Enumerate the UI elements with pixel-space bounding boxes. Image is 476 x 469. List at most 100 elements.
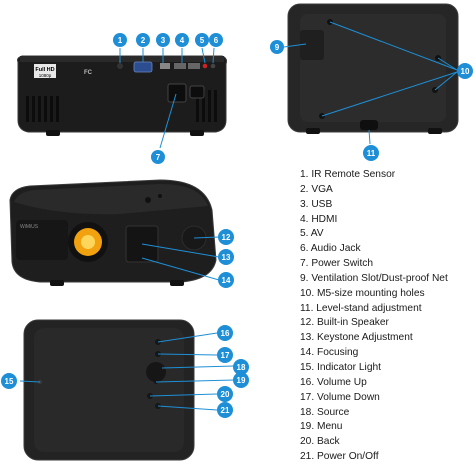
callout-7: 7 bbox=[151, 150, 165, 164]
top-button-2 bbox=[158, 194, 162, 198]
callout-12: 12 bbox=[218, 229, 234, 245]
audio-jack bbox=[210, 63, 216, 69]
svg-text:11: 11 bbox=[367, 149, 376, 158]
top-panel-illustration: 15 16 17 18 19 20 21 bbox=[1, 319, 249, 461]
legend-item: 6. Audio Jack bbox=[300, 243, 361, 255]
top-button-1 bbox=[145, 197, 151, 203]
front-panel-illustration: WiMiUS 12 13 14 bbox=[9, 179, 234, 288]
callout-15: 15 bbox=[1, 373, 17, 389]
power-switch bbox=[167, 83, 187, 103]
av-port bbox=[202, 63, 208, 69]
svg-text:14: 14 bbox=[222, 276, 231, 285]
projector-back-body bbox=[17, 55, 227, 133]
callout-13: 13 bbox=[218, 249, 234, 265]
rear-foot-left bbox=[306, 128, 320, 134]
projector-back-top-edge bbox=[20, 56, 224, 62]
hdmi-port-2 bbox=[188, 63, 200, 69]
legend-item: 17. Volume Down bbox=[300, 391, 380, 403]
front-foot-left bbox=[50, 280, 64, 286]
projector-bottom-inner bbox=[300, 14, 446, 122]
top-callout-lines bbox=[19, 332, 235, 411]
back-panel-illustration: Full HD 1080p FC 1 2 3 4 5 6 7 bbox=[17, 33, 227, 164]
svg-text:10: 10 bbox=[461, 67, 470, 76]
callout-10: 10 bbox=[457, 63, 473, 79]
legend-item: 14. Focusing bbox=[300, 347, 359, 359]
legend-item: 1. IR Remote Sensor bbox=[300, 169, 396, 180]
legend-item: 18. Source bbox=[300, 406, 350, 418]
legend-item: 11. Level-stand adjustment bbox=[300, 302, 422, 314]
legend-item: 4. HDMI bbox=[300, 213, 338, 225]
legend-item: 10. M5-size mounting holes bbox=[300, 287, 425, 299]
legend-item: 16. Volume Up bbox=[300, 376, 367, 388]
svg-text:12: 12 bbox=[222, 233, 231, 242]
legend-item: 21. Power On/Off bbox=[300, 451, 379, 463]
legend-item: 3. USB bbox=[300, 198, 333, 210]
front-foot-right bbox=[170, 280, 184, 286]
front-grille bbox=[16, 220, 68, 260]
callout-19: 19 bbox=[233, 372, 249, 388]
callout-18: 18 bbox=[233, 359, 249, 375]
projector-top-surface bbox=[14, 184, 208, 215]
svg-text:3: 3 bbox=[161, 36, 166, 45]
legend-item: 20. Back bbox=[300, 436, 340, 448]
callout-3: 3 bbox=[156, 33, 170, 47]
legend-item: 19. Menu bbox=[300, 421, 343, 433]
parts-legend: 1. IR Remote Sensor 2. VGA 3. USB 4. HDM… bbox=[300, 168, 476, 465]
projector-foot-right bbox=[190, 130, 204, 136]
svg-text:20: 20 bbox=[221, 390, 230, 399]
callout-16: 16 bbox=[217, 325, 233, 341]
svg-text:16: 16 bbox=[221, 329, 230, 338]
rear-foot-right bbox=[428, 128, 442, 134]
legend-item: 12. Built-in Speaker bbox=[300, 317, 389, 329]
hdmi-port bbox=[174, 63, 186, 69]
svg-text:4: 4 bbox=[180, 36, 185, 45]
callout-20: 20 bbox=[217, 386, 233, 402]
legend-item: 7. Power Switch bbox=[300, 258, 374, 270]
fc-mark: FC bbox=[84, 70, 93, 76]
front-callout-lines bbox=[141, 236, 220, 281]
legend-item: 5. AV bbox=[300, 228, 324, 240]
svg-text:17: 17 bbox=[221, 351, 230, 360]
svg-text:19: 19 bbox=[237, 376, 246, 385]
callout-14: 14 bbox=[218, 272, 234, 288]
power-socket bbox=[189, 85, 205, 99]
legend-item: 9. Ventilation Slot/Dust-proof Net bbox=[300, 272, 448, 284]
brand-logo: WiMiUS bbox=[20, 224, 39, 230]
callout-11: 11 bbox=[363, 145, 379, 161]
bottom-callout-lines bbox=[283, 21, 458, 145]
svg-text:15: 15 bbox=[5, 377, 14, 386]
svg-text:7: 7 bbox=[156, 153, 161, 162]
level-stand bbox=[360, 120, 378, 130]
projector-foot-left bbox=[46, 130, 60, 136]
vent-grille-left bbox=[26, 96, 59, 122]
svg-text:6: 6 bbox=[214, 36, 219, 45]
svg-text:13: 13 bbox=[222, 253, 231, 262]
callout-4: 4 bbox=[175, 33, 189, 47]
1080p-label: 1080p bbox=[39, 73, 52, 78]
ventilation-net bbox=[300, 30, 324, 60]
bottom-panel-illustration: 9 10 11 bbox=[270, 3, 473, 161]
full-hd-label: Full HD bbox=[35, 67, 54, 73]
projector-top-inner bbox=[34, 328, 184, 452]
legend-item: 13. Keystone Adjustment bbox=[300, 332, 413, 344]
vent-grille-right bbox=[196, 90, 217, 122]
vga-port bbox=[133, 61, 153, 73]
full-hd-badge bbox=[34, 64, 56, 78]
lens-glow bbox=[81, 235, 95, 249]
source-button bbox=[146, 362, 166, 382]
svg-text:5: 5 bbox=[200, 36, 205, 45]
svg-text:1: 1 bbox=[118, 36, 123, 45]
svg-text:18: 18 bbox=[237, 363, 246, 372]
callout-9: 9 bbox=[270, 40, 284, 54]
callout-2: 2 bbox=[136, 33, 150, 47]
callout-5: 5 bbox=[195, 33, 209, 47]
callout-6: 6 bbox=[209, 33, 223, 47]
callout-1: 1 bbox=[113, 33, 127, 47]
callout-21: 21 bbox=[217, 402, 233, 418]
back-callout-lines bbox=[119, 47, 215, 149]
ir-sensor bbox=[117, 63, 123, 69]
legend-item: 15. Indicator Light bbox=[300, 361, 381, 373]
svg-text:2: 2 bbox=[141, 36, 146, 45]
svg-text:21: 21 bbox=[221, 406, 230, 415]
usb-port bbox=[160, 63, 170, 69]
